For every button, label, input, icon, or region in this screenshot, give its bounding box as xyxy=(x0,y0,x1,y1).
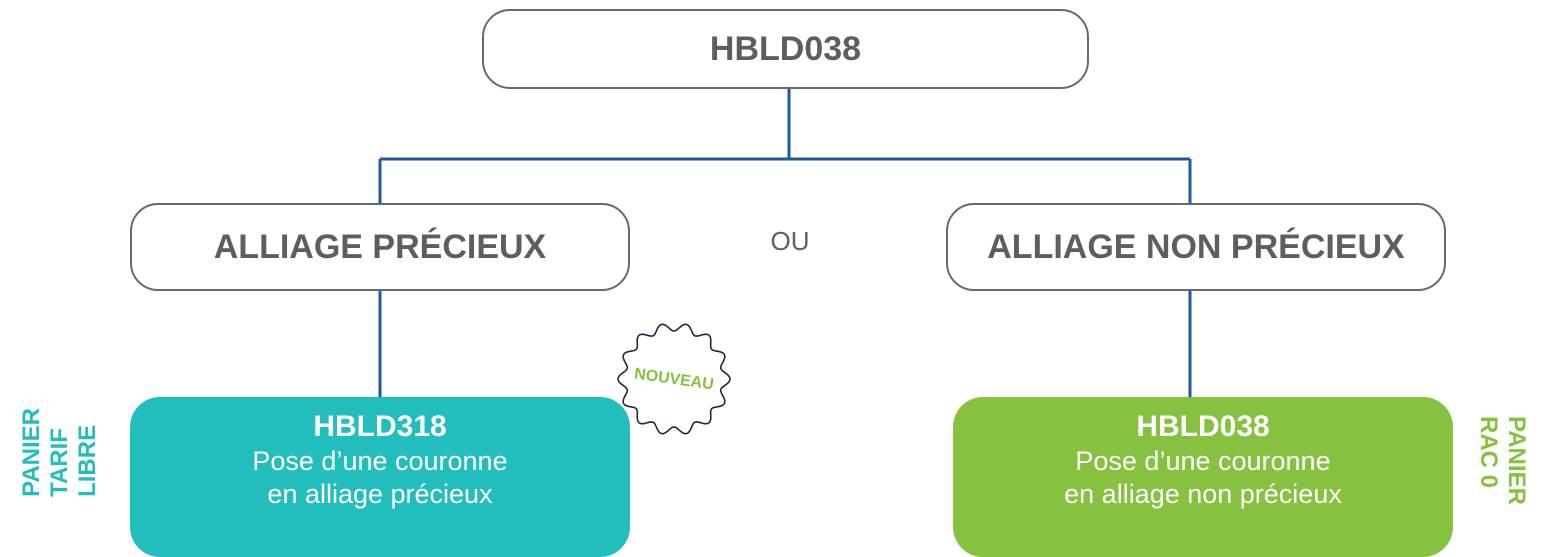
leaf-node-hbld038: HBLD038 Pose d’une couronne en alliage n… xyxy=(953,397,1453,557)
leaf-description-line2: en alliage précieux xyxy=(267,479,493,509)
basket-label-line: PANIER xyxy=(1503,416,1530,505)
new-badge: NOUVEAU xyxy=(617,323,731,435)
basket-label-tarif-libre: PANIER TARIF LIBRE xyxy=(18,408,102,497)
connector-lines xyxy=(378,88,1192,398)
basket-label-line: PANIER xyxy=(18,408,45,497)
basket-label-rac0: PANIER RAC 0 xyxy=(1474,416,1530,505)
leaf-code: HBLD318 xyxy=(313,410,447,443)
leaf-description-line1: Pose d’une couronne xyxy=(252,446,508,476)
root-node: HBLD038 xyxy=(482,9,1089,89)
branch-node-precious: ALLIAGE PRÉCIEUX xyxy=(130,203,630,291)
basket-label-line: LIBRE xyxy=(74,424,101,497)
wavy-seal-icon xyxy=(617,323,731,435)
root-label: HBLD038 xyxy=(709,29,862,68)
leaf-description-line1: Pose d’une couronne xyxy=(1075,446,1331,476)
basket-label-line: RAC 0 xyxy=(1475,416,1502,489)
branch-label-precious: ALLIAGE PRÉCIEUX xyxy=(213,227,547,266)
leaf-description-line2: en alliage non précieux xyxy=(1064,479,1342,509)
basket-label-line: TARIF xyxy=(46,428,73,497)
leaf-node-hbld318: HBLD318 Pose d’une couronne en alliage p… xyxy=(130,397,630,557)
branch-node-non-precious: ALLIAGE NON PRÉCIEUX xyxy=(946,203,1446,291)
leaf-code: HBLD038 xyxy=(1136,410,1270,443)
or-separator: OU xyxy=(770,226,810,256)
branch-label-non-precious: ALLIAGE NON PRÉCIEUX xyxy=(987,227,1405,266)
